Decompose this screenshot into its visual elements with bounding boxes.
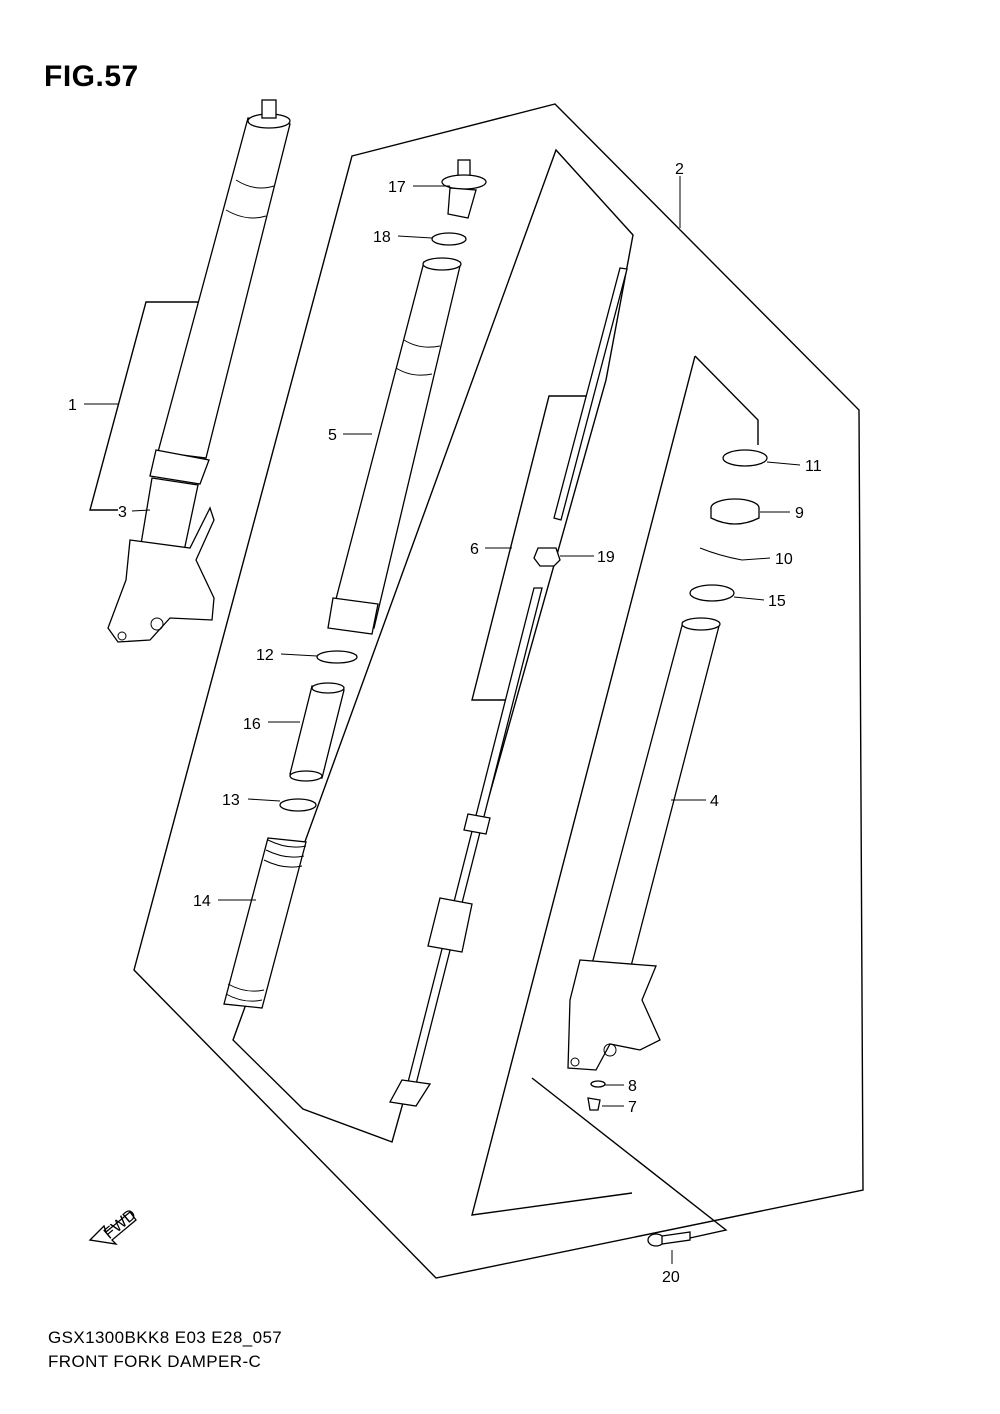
o-ring-part xyxy=(431,232,467,246)
outer-tube-part xyxy=(567,617,721,1071)
cap-bolt-part xyxy=(441,159,487,219)
pinch-bolt-part xyxy=(647,1231,691,1247)
oil-seal-part xyxy=(710,498,760,525)
spacer-part xyxy=(289,682,345,782)
outer-tube-frame xyxy=(694,355,759,445)
callout-2: 2 xyxy=(675,161,684,178)
callout-labels: 1 2 3 4 5 6 7 8 9 10 11 12 13 14 15 16 1… xyxy=(68,161,822,1286)
diagram-caption: FRONT FORK DAMPER-C xyxy=(48,1352,262,1371)
damper-rod-part xyxy=(388,267,628,1107)
callout-12: 12 xyxy=(256,647,274,664)
callout-14: 14 xyxy=(193,893,211,910)
forward-direction-arrow: FWD xyxy=(88,1206,140,1245)
callout-7: 7 xyxy=(628,1099,637,1116)
fork-assembly-part xyxy=(107,99,291,643)
spring-part xyxy=(223,837,307,1009)
leader-lines xyxy=(84,176,801,1264)
callout-5: 5 xyxy=(328,427,337,444)
callout-20: 20 xyxy=(662,1269,680,1286)
figure-title: FIG.57 xyxy=(44,60,139,93)
callout-1: 1 xyxy=(68,397,77,414)
callout-19: 19 xyxy=(597,549,615,566)
washer-part xyxy=(279,798,317,812)
drain-bolt-part xyxy=(587,1097,601,1111)
seal-ring-part xyxy=(722,449,768,467)
nut-part xyxy=(533,547,561,567)
slide-bushing-part xyxy=(316,650,358,664)
callout-13: 13 xyxy=(222,792,240,809)
callout-15: 15 xyxy=(768,593,786,610)
callout-3: 3 xyxy=(118,504,127,521)
assembly-frame-outer xyxy=(133,103,864,1279)
callout-10: 10 xyxy=(775,551,793,568)
bolt-bracket xyxy=(531,1077,728,1239)
assembly-frame-inner xyxy=(232,148,634,1143)
callout-6: 6 xyxy=(470,541,479,558)
stopper-ring-part xyxy=(699,547,743,561)
gasket-part xyxy=(590,1080,606,1088)
callout-17: 17 xyxy=(388,179,406,196)
callout-8: 8 xyxy=(628,1078,637,1095)
callout-16: 16 xyxy=(243,716,261,733)
inner-tube-part xyxy=(327,257,462,635)
callout-4: 4 xyxy=(710,793,719,810)
dust-seal-part xyxy=(689,584,735,602)
callout-18: 18 xyxy=(373,229,391,246)
model-code: GSX1300BKK8 E03 E28_057 xyxy=(48,1328,283,1347)
callout-9: 9 xyxy=(795,505,804,522)
fwd-label: FWD xyxy=(101,1206,140,1242)
callout-11: 11 xyxy=(805,458,822,475)
fork-assembly-bracket xyxy=(89,301,198,511)
